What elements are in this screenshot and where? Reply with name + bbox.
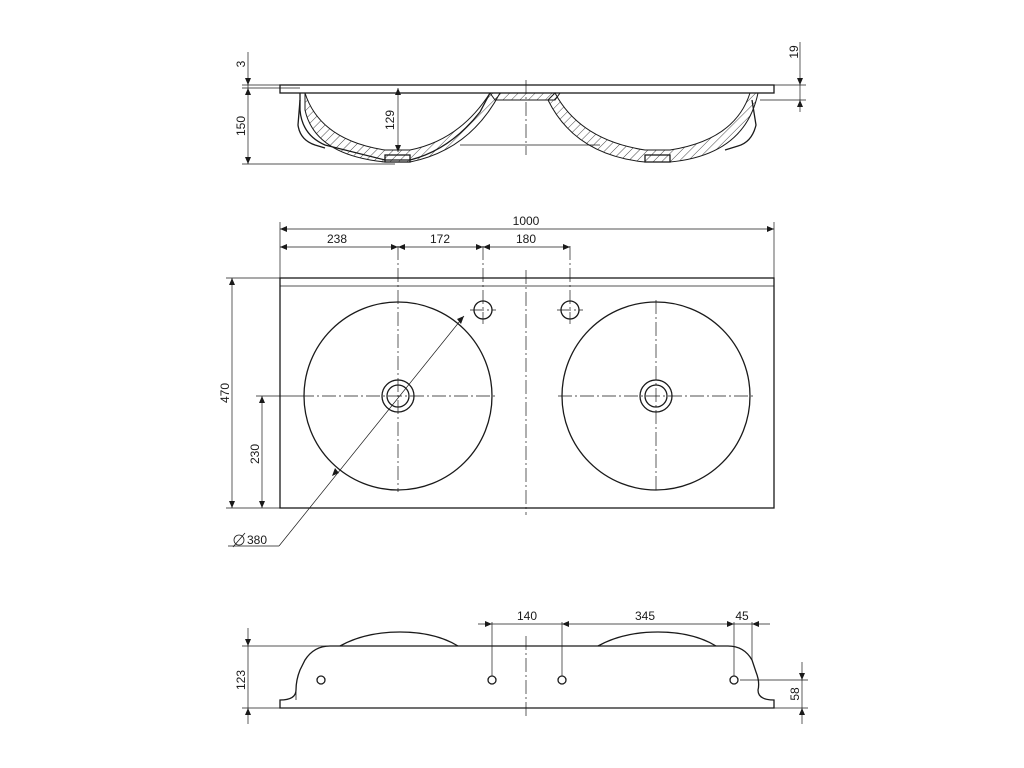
dim-height-label: 123 bbox=[234, 670, 248, 690]
section-right-support bbox=[724, 99, 757, 151]
plan-view: 1000 238 172 180 470 230 380 bbox=[218, 214, 775, 548]
arrow bbox=[280, 226, 287, 232]
front-right-dome bbox=[597, 631, 717, 647]
arrow bbox=[259, 396, 265, 403]
dim-to-tap-2-label: 180 bbox=[516, 232, 536, 246]
front-hole-4 bbox=[729, 675, 739, 685]
section-right-drain bbox=[644, 154, 671, 163]
dim-a-label: 140 bbox=[517, 609, 537, 623]
arrow bbox=[457, 316, 464, 324]
arrow bbox=[563, 244, 570, 250]
arrow bbox=[562, 621, 569, 627]
front-view: 123 140 345 45 58 bbox=[234, 609, 808, 724]
arrow bbox=[767, 226, 774, 232]
dim-right-lip-label: 19 bbox=[787, 45, 801, 59]
arrow bbox=[245, 78, 251, 85]
dim-c-label: 45 bbox=[735, 609, 749, 623]
dim-to-tap-1-label: 172 bbox=[430, 232, 450, 246]
arrow bbox=[245, 639, 251, 646]
arrow bbox=[391, 244, 398, 250]
arrow bbox=[485, 621, 492, 627]
diameter-leader bbox=[278, 315, 465, 547]
section-left-support bbox=[297, 99, 326, 149]
section-right-bowl-wall bbox=[547, 92, 759, 163]
arrow bbox=[245, 708, 251, 715]
arrow bbox=[245, 157, 251, 164]
section-left-bowl-wall bbox=[304, 92, 501, 163]
arrow bbox=[332, 468, 339, 476]
dim-first-center-label: 238 bbox=[327, 232, 347, 246]
dim-b-label: 345 bbox=[635, 609, 655, 623]
dim-bowl-depth-label: 129 bbox=[383, 110, 397, 130]
arrow bbox=[395, 88, 401, 95]
arrow bbox=[797, 100, 803, 107]
arrow bbox=[245, 88, 251, 95]
dim-depth-label: 470 bbox=[218, 383, 232, 403]
plan-outline bbox=[279, 277, 775, 509]
arrow bbox=[398, 244, 405, 250]
dim-total-height-label: 150 bbox=[234, 116, 248, 136]
section-top-slab bbox=[279, 84, 775, 94]
section-left-drain bbox=[384, 154, 411, 163]
arrow bbox=[229, 278, 235, 285]
section-view: 3 150 129 19 bbox=[234, 42, 806, 165]
arrow bbox=[483, 244, 490, 250]
front-hole-3 bbox=[557, 675, 567, 685]
arrow bbox=[799, 673, 805, 680]
dim-width-label: 1000 bbox=[513, 214, 540, 228]
arrow bbox=[259, 501, 265, 508]
arrow bbox=[797, 78, 803, 85]
arrow bbox=[395, 145, 401, 152]
front-body bbox=[279, 645, 775, 709]
arrow bbox=[280, 244, 287, 250]
arrow bbox=[476, 244, 483, 250]
arrow bbox=[727, 621, 734, 627]
dim-bowl-diameter-label: 380 bbox=[247, 533, 267, 547]
dim-hole-height-label: 58 bbox=[788, 687, 802, 701]
arrow bbox=[752, 621, 759, 627]
dim-top-lip-label: 3 bbox=[234, 60, 248, 67]
front-hole-1 bbox=[316, 675, 326, 685]
arrow bbox=[799, 708, 805, 715]
diameter-symbol-slash bbox=[232, 532, 246, 548]
front-hole-2 bbox=[487, 675, 497, 685]
front-left-dome bbox=[339, 631, 459, 647]
dim-center-depth-label: 230 bbox=[248, 444, 262, 464]
diameter-symbol bbox=[233, 534, 245, 546]
arrow bbox=[229, 501, 235, 508]
